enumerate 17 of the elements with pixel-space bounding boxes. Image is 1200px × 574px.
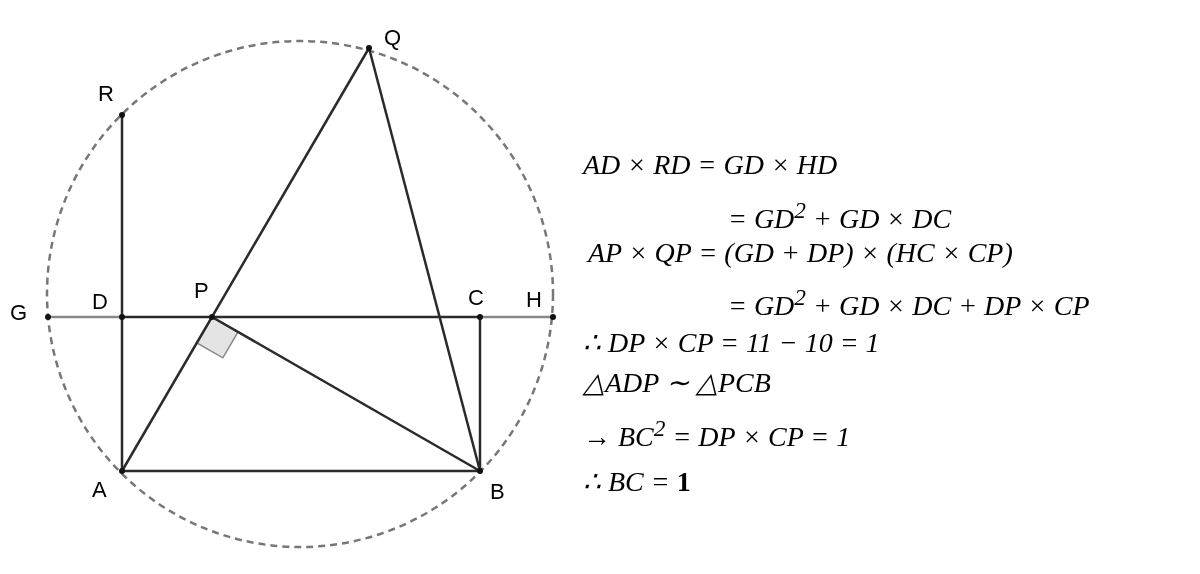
equation: → BC$^{2}$ = DP × CP = 1 xyxy=(583,414,851,454)
point-label: P xyxy=(194,279,209,303)
equation: △ADP ∼ △PCB xyxy=(583,367,771,399)
point-label: C xyxy=(468,286,484,310)
equation: ∴ BC = 1 xyxy=(583,466,691,498)
equation: AD × RD = GD × HD xyxy=(583,149,838,181)
point-label: H xyxy=(526,288,542,312)
point-label: A xyxy=(92,478,107,502)
point-label: D xyxy=(92,290,108,314)
equation: ∴ DP × CP = 11 − 10 = 1 xyxy=(583,327,880,359)
equation: = GD$^{2}$ + GD × DC + DP × CP xyxy=(728,283,1090,323)
point-label: G xyxy=(10,301,28,325)
point-label: Q xyxy=(384,26,402,50)
equation: AP × QP = (GD + DP) × (HC × CP) xyxy=(588,237,1013,269)
point-label: B xyxy=(490,480,505,504)
point-label: R xyxy=(98,82,114,106)
equation: = GD$^{2}$ + GD × DC xyxy=(728,196,952,236)
